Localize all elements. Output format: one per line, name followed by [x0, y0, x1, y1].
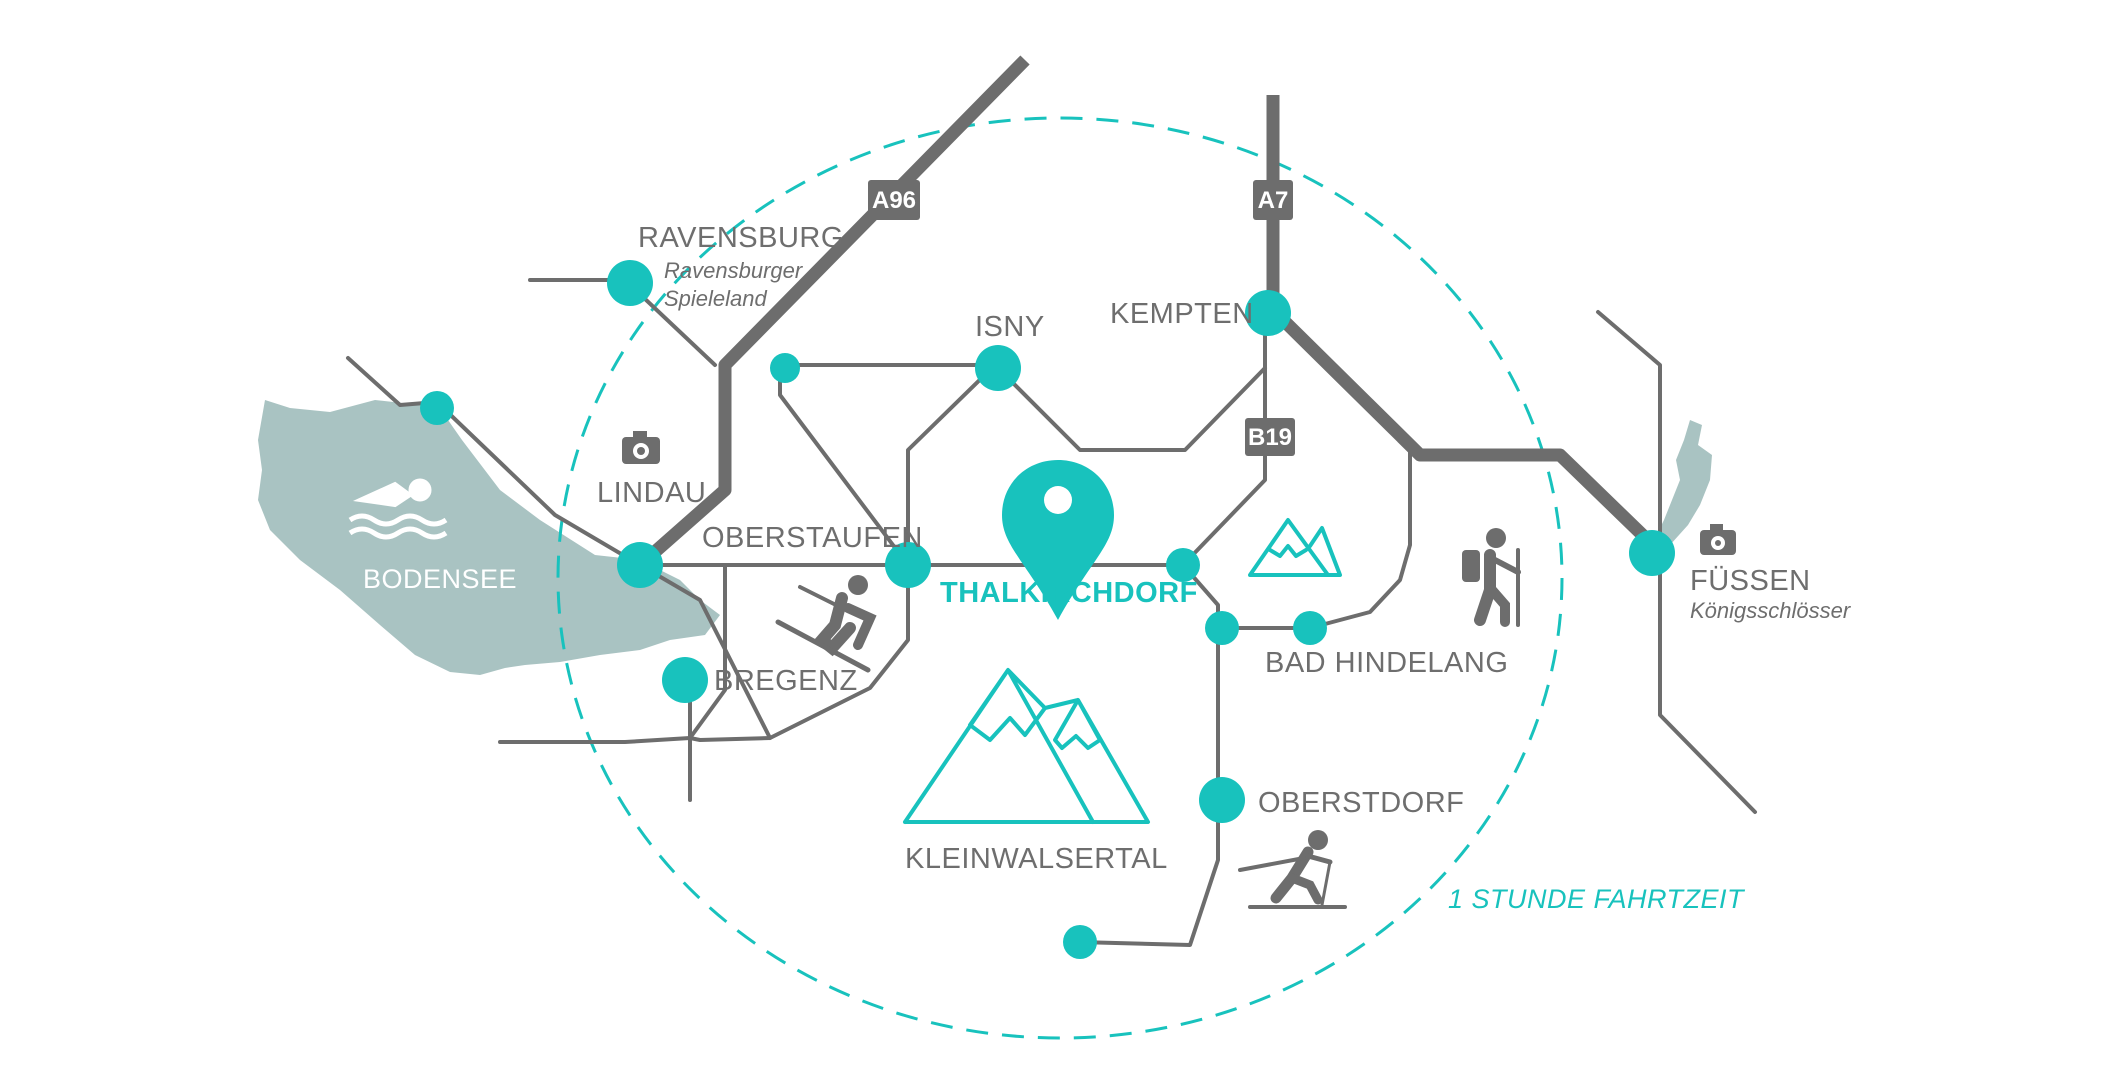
label-thalkirchdorf: THALKIRCHDORF	[940, 577, 1198, 609]
label-ravensburg: RAVENSBURG	[638, 222, 844, 254]
node-fuessen[interactable]	[1629, 530, 1675, 576]
node-oberstdorf[interactable]	[1199, 777, 1245, 823]
node-bad-hindelang[interactable]	[1293, 611, 1327, 645]
label-kempten: KEMPTEN	[1110, 298, 1254, 330]
node-wangen[interactable]	[420, 391, 454, 425]
one-hour-ring	[556, 116, 1564, 1040]
node-ravensburg[interactable]	[607, 260, 653, 306]
svg-text:A96: A96	[872, 187, 916, 214]
label-oberstdorf: OBERSTDORF	[1258, 787, 1464, 819]
node-isny[interactable]	[975, 345, 1021, 391]
label-fuessen-sub: Königsschlösser	[1690, 598, 1852, 623]
label-fuessen: FÜSSEN	[1690, 565, 1811, 597]
swimmer-icon	[348, 478, 448, 540]
node-thalkirchdorf-east[interactable]	[1166, 548, 1200, 582]
label-lindau: LINDAU	[597, 477, 706, 509]
node-sonthofen[interactable]	[1205, 611, 1239, 645]
small-mountain-icon	[1248, 518, 1342, 577]
node-junction-nw[interactable]	[770, 353, 800, 383]
label-bodensee: BODENSEE	[363, 564, 517, 594]
label-bad-hindelang: BAD HINDELANG	[1265, 647, 1508, 679]
node-oberstaufen[interactable]	[885, 542, 931, 588]
label-ravensburg-sub1: Ravensburger	[664, 258, 804, 283]
svg-text:A7: A7	[1258, 187, 1289, 214]
node-kempten[interactable]	[1245, 290, 1291, 336]
forggensee-lake	[1654, 420, 1712, 552]
label-one-hour-ring: 1 STUNDE FAHRTZEIT	[1448, 884, 1746, 914]
bodensee-lake	[258, 400, 720, 675]
hiker-icon	[1462, 528, 1521, 627]
label-oberstaufen: OBERSTAUFEN	[702, 522, 923, 554]
node-bregenz[interactable]	[662, 657, 708, 703]
label-ravensburg-sub2: Spieleland	[664, 286, 768, 311]
label-kleinwalsertal: KLEINWALSERTAL	[905, 843, 1168, 875]
shield-a7: A7	[1253, 180, 1293, 220]
svg-text:B19: B19	[1248, 424, 1292, 451]
mountain-icon	[903, 668, 1150, 824]
shield-a96: A96	[868, 180, 920, 220]
node-lindau[interactable]	[617, 542, 663, 588]
label-isny: ISNY	[975, 311, 1045, 343]
label-bregenz: BREGENZ	[714, 665, 858, 697]
node-kleinwalsertal[interactable]	[1063, 925, 1097, 959]
skier-icon	[775, 575, 877, 673]
map-nodes	[420, 260, 1675, 959]
location-pin-icon[interactable]	[1002, 460, 1114, 620]
camera-icon-fuessen	[1700, 524, 1736, 555]
shield-b19: B19	[1245, 418, 1295, 456]
cross-country-skier-icon	[1238, 830, 1347, 909]
camera-icon	[622, 431, 660, 464]
